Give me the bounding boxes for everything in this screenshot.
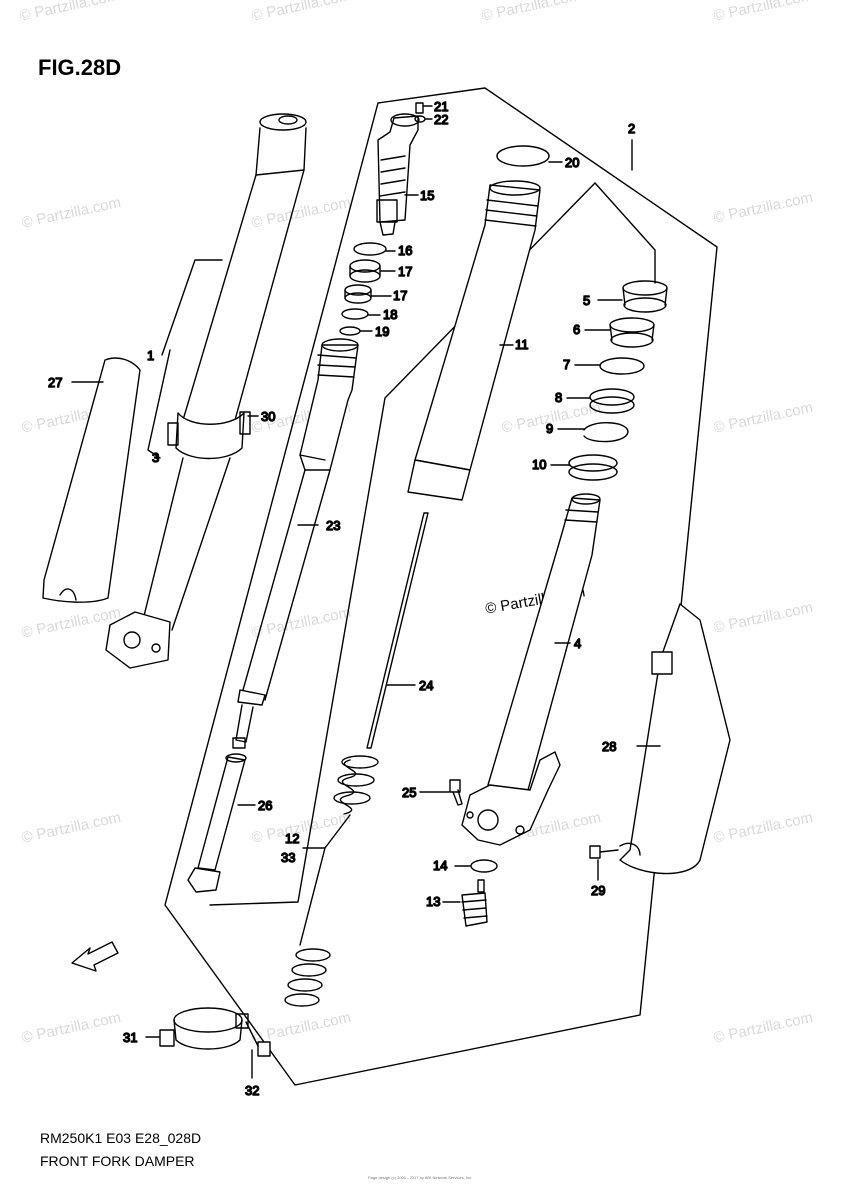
- callout-28: 28: [602, 739, 616, 754]
- figure-title: FIG.28D: [38, 55, 122, 80]
- leader-line-connector: [594, 182, 656, 284]
- callout-30: 30: [261, 409, 275, 424]
- washer-18: [341, 308, 369, 320]
- callout-25: 25: [402, 785, 416, 800]
- leader-line-1: [161, 259, 223, 356]
- callout-17a: 17: [398, 264, 412, 279]
- outer-tube: [182, 113, 307, 421]
- small-bolt: [415, 102, 424, 114]
- bushing-5: [622, 280, 668, 313]
- callout-20: 20: [565, 155, 579, 170]
- o-ring-14: [470, 859, 498, 873]
- fork-guard-left: [42, 357, 141, 603]
- bolt-32: [245, 1021, 271, 1057]
- lower-fork-leg: [105, 457, 231, 669]
- bushing-17a: [349, 259, 381, 283]
- callout-6: 6: [573, 322, 580, 337]
- o-ring-20: [496, 145, 550, 167]
- callout-2: 2: [628, 121, 635, 136]
- clip-9: [583, 422, 629, 443]
- callout-26: 26: [258, 798, 272, 813]
- oil-seal-8: [589, 388, 635, 414]
- spring-guide-26: [187, 753, 247, 893]
- inner-tube-11: [407, 180, 541, 501]
- callout-3: 3: [152, 450, 159, 465]
- callout-24: 24: [419, 678, 433, 693]
- damper-cylinder: [232, 338, 359, 749]
- callout-32: 32: [245, 1083, 259, 1098]
- main-spring-lower: [284, 847, 331, 1007]
- model-code: RM250K1 E03 E28_028D: [40, 1130, 202, 1146]
- washer-7: [599, 357, 645, 375]
- callout-17b: 17: [393, 288, 407, 303]
- base-valve-13: [461, 879, 488, 927]
- o-ring-16: [353, 242, 387, 256]
- fork-clamp-ring: [167, 411, 251, 460]
- callout-23: 23: [326, 518, 340, 533]
- figure-name: FRONT FORK DAMPER: [40, 1153, 195, 1169]
- callout-29: 29: [591, 883, 605, 898]
- callout-31: 31: [123, 1030, 137, 1045]
- front-arrow-icon: [71, 941, 119, 972]
- callout-27: 27: [48, 375, 62, 390]
- rod-24: [366, 512, 429, 749]
- bushing-6: [609, 317, 655, 348]
- bushing-17b: [344, 284, 372, 304]
- rebound-spring: [333, 755, 379, 815]
- callout-21: 21: [434, 99, 448, 114]
- damper-cap-bolt: [376, 113, 420, 236]
- callout-5: 5: [583, 293, 590, 308]
- axle-bracket: [461, 751, 561, 846]
- ring-19: [339, 326, 361, 336]
- callout-11: 11: [515, 337, 529, 352]
- outer-tube-4: [487, 493, 601, 791]
- callout-18: 18: [383, 307, 397, 322]
- callout-19: 19: [375, 324, 389, 339]
- assembly-outline: [164, 87, 718, 1086]
- callout-12: 12: [285, 831, 299, 846]
- callout-9: 9: [546, 421, 553, 436]
- callout-1: 1: [147, 348, 154, 363]
- dust-seal-10: [568, 454, 618, 481]
- bolt-25: [449, 779, 463, 806]
- bolt-29: [589, 845, 619, 859]
- callout-10: 10: [532, 457, 546, 472]
- callout-33: 33: [281, 850, 295, 865]
- callout-16: 16: [398, 243, 412, 258]
- fine-print: Page design (c) 2001 - 2017 by ARI Netwo…: [368, 1175, 473, 1180]
- fork-guard-right: [619, 603, 731, 875]
- callout-22: 22: [434, 112, 448, 127]
- callout-7: 7: [563, 357, 570, 372]
- leader-line-3: [147, 349, 171, 459]
- callout-4: 4: [574, 636, 581, 651]
- small-washer: [414, 115, 426, 123]
- callout-15: 15: [420, 188, 434, 203]
- callout-14: 14: [433, 858, 447, 873]
- callout-8: 8: [555, 390, 562, 405]
- fork-clamp-31: [159, 1007, 249, 1050]
- callout-13: 13: [426, 894, 440, 909]
